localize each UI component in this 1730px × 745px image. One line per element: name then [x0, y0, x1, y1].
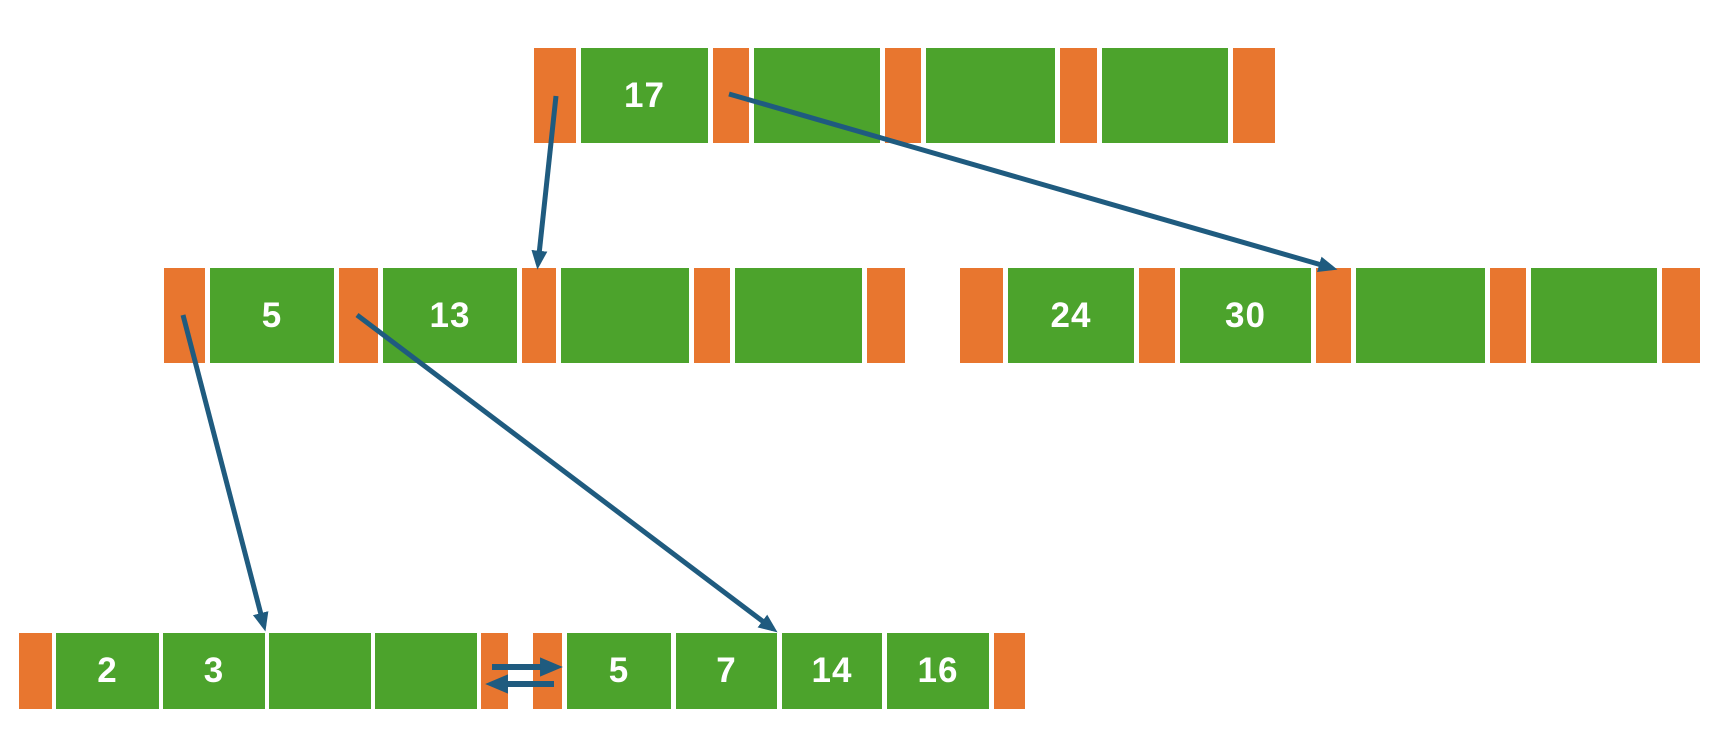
empty-key-cell	[754, 48, 880, 143]
pointer-cell	[867, 268, 905, 363]
pointer-cell	[1139, 268, 1175, 363]
empty-key-cell	[1102, 48, 1228, 143]
empty-key-cell	[735, 268, 862, 363]
pointer-cell	[1316, 268, 1351, 363]
key-cell-24: 24	[1008, 268, 1134, 363]
empty-key-cell	[561, 268, 689, 363]
pointer-cell	[1662, 268, 1700, 363]
empty-key-cell	[926, 48, 1055, 143]
key-cell-7: 7	[676, 633, 777, 709]
key-cell-5: 5	[567, 633, 671, 709]
pointer-cell	[1233, 48, 1275, 143]
key-cell-30: 30	[1180, 268, 1311, 363]
key-cell-3: 3	[163, 633, 265, 709]
empty-key-cell	[1356, 268, 1485, 363]
pointer-cell	[533, 633, 562, 709]
pointer-cell	[713, 48, 749, 143]
key-cell-16: 16	[887, 633, 989, 709]
key-cell-17: 17	[581, 48, 708, 143]
pointer-cell	[164, 268, 205, 363]
empty-key-cell	[375, 633, 477, 709]
empty-key-cell	[269, 633, 371, 709]
key-cell-5: 5	[210, 268, 334, 363]
pointer-cell	[19, 633, 52, 709]
pointer-cell	[481, 633, 508, 709]
empty-key-cell	[1531, 268, 1657, 363]
pointer-cell	[1060, 48, 1097, 143]
pointer-cell	[534, 48, 576, 143]
pointer-cell	[994, 633, 1025, 709]
pointer-cell	[339, 268, 378, 363]
key-cell-14: 14	[782, 633, 882, 709]
pointer-cell	[885, 48, 921, 143]
key-cell-2: 2	[56, 633, 159, 709]
pointer-cell	[694, 268, 730, 363]
pointer-cell	[1490, 268, 1526, 363]
key-cell-13: 13	[383, 268, 517, 363]
pointer-cell	[522, 268, 556, 363]
pointer-cell	[960, 268, 1003, 363]
